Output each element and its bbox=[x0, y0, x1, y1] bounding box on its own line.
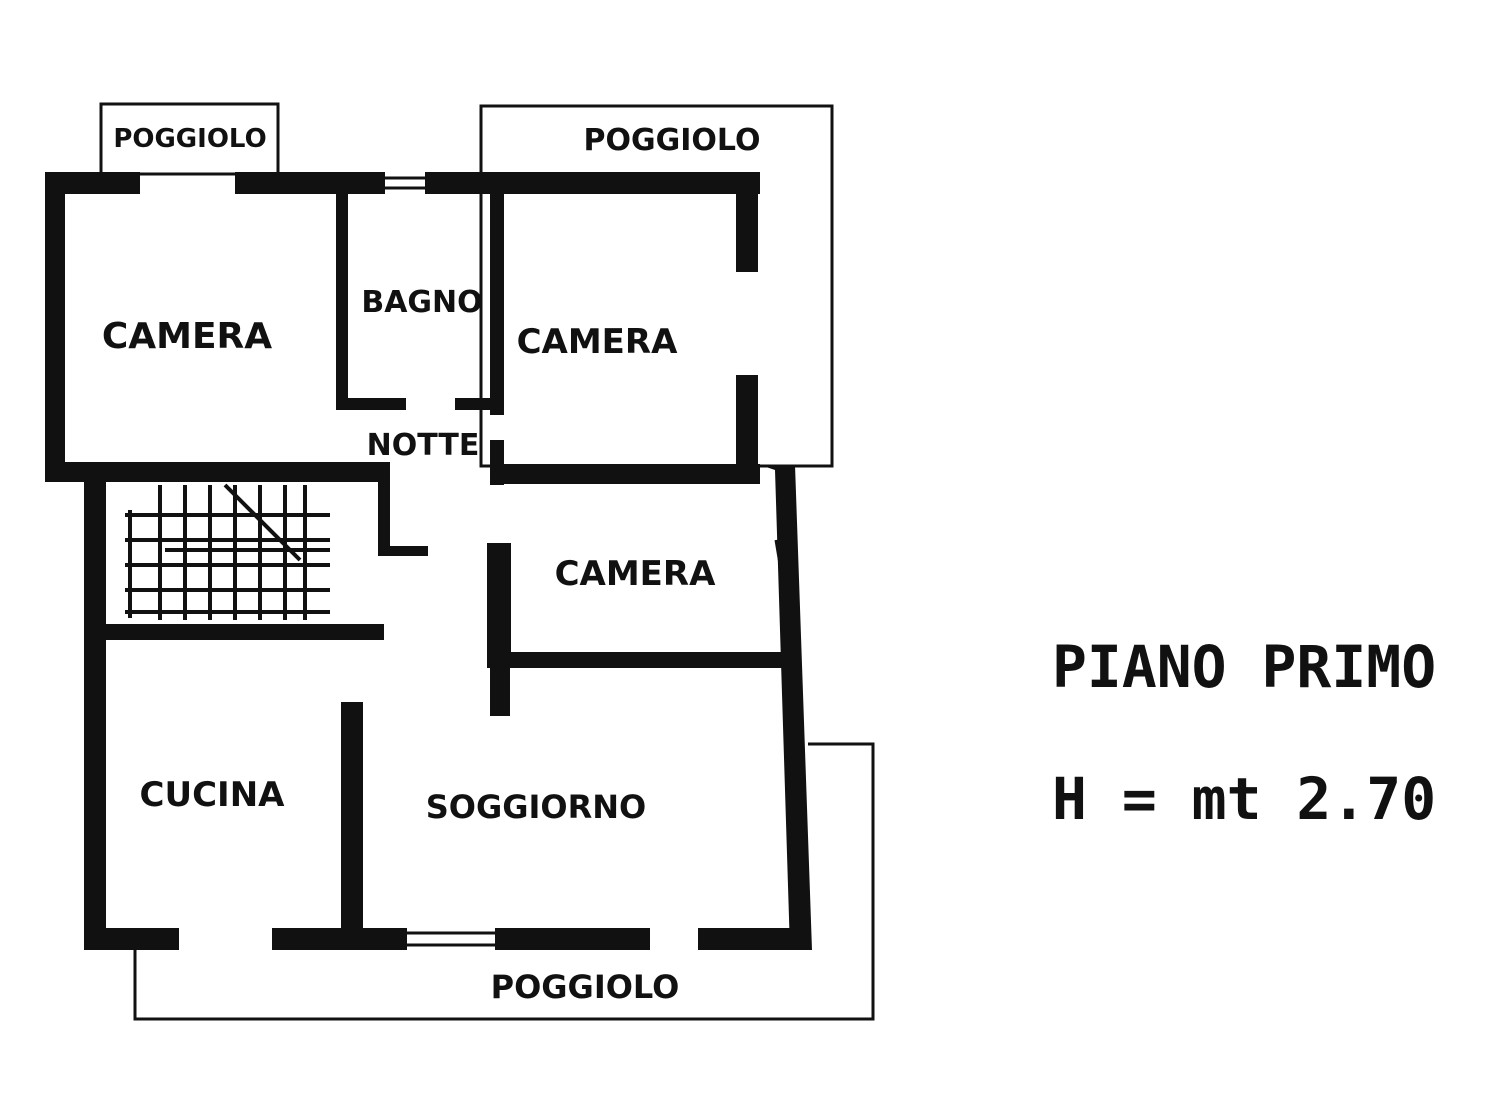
floor-title: PIANO PRIMO bbox=[1052, 633, 1437, 701]
balcony-label-top-left: POGGIOLO bbox=[113, 124, 266, 154]
balcony-top-right bbox=[479, 104, 834, 468]
interior-walls bbox=[84, 190, 787, 948]
balcony-bottom bbox=[133, 742, 875, 1021]
room-label-camera-nw: CAMERA bbox=[102, 316, 272, 357]
windows bbox=[385, 176, 788, 947]
room-label-camera-ne: CAMERA bbox=[517, 322, 679, 362]
room-label-camera-mid: CAMERA bbox=[555, 554, 717, 594]
room-label-notte: NOTTE bbox=[367, 428, 480, 463]
balcony-label-bottom: POGGIOLO bbox=[491, 968, 680, 1006]
balcony-label-top-right: POGGIOLO bbox=[584, 123, 761, 158]
room-label-soggiorno: SOGGIORNO bbox=[426, 788, 647, 826]
ceiling-height: H = mt 2.70 bbox=[1052, 765, 1437, 833]
room-label-cucina: CUCINA bbox=[140, 775, 286, 815]
staircase bbox=[125, 483, 330, 620]
exterior-walls bbox=[45, 172, 812, 950]
room-label-bagno: BAGNO bbox=[361, 285, 482, 320]
balcony-top-left bbox=[99, 102, 280, 176]
